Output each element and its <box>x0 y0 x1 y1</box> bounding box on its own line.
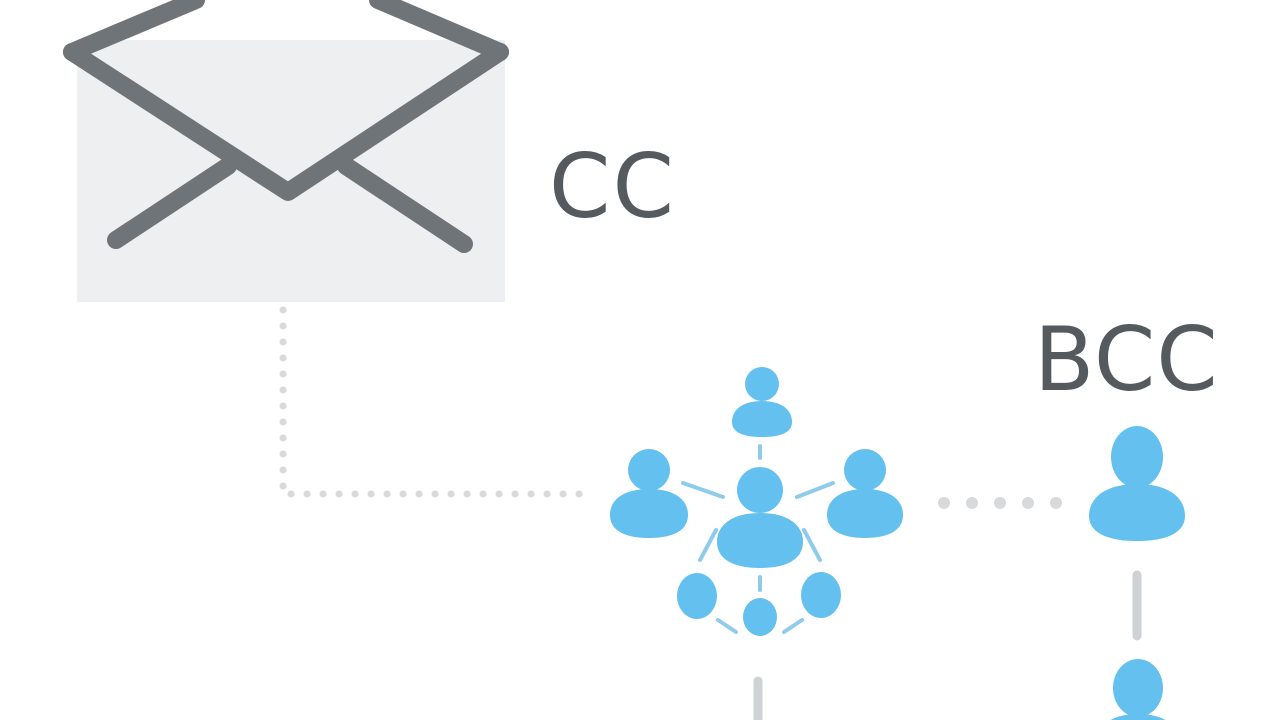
user-group-icon <box>610 367 903 636</box>
dotted-connector-cc <box>279 306 588 498</box>
user-icon-bottom <box>1110 659 1166 720</box>
user-icon <box>1089 426 1185 541</box>
cc-label: CC <box>549 135 676 238</box>
envelope-icon <box>63 0 509 302</box>
bcc-label: BCC <box>1034 308 1219 411</box>
